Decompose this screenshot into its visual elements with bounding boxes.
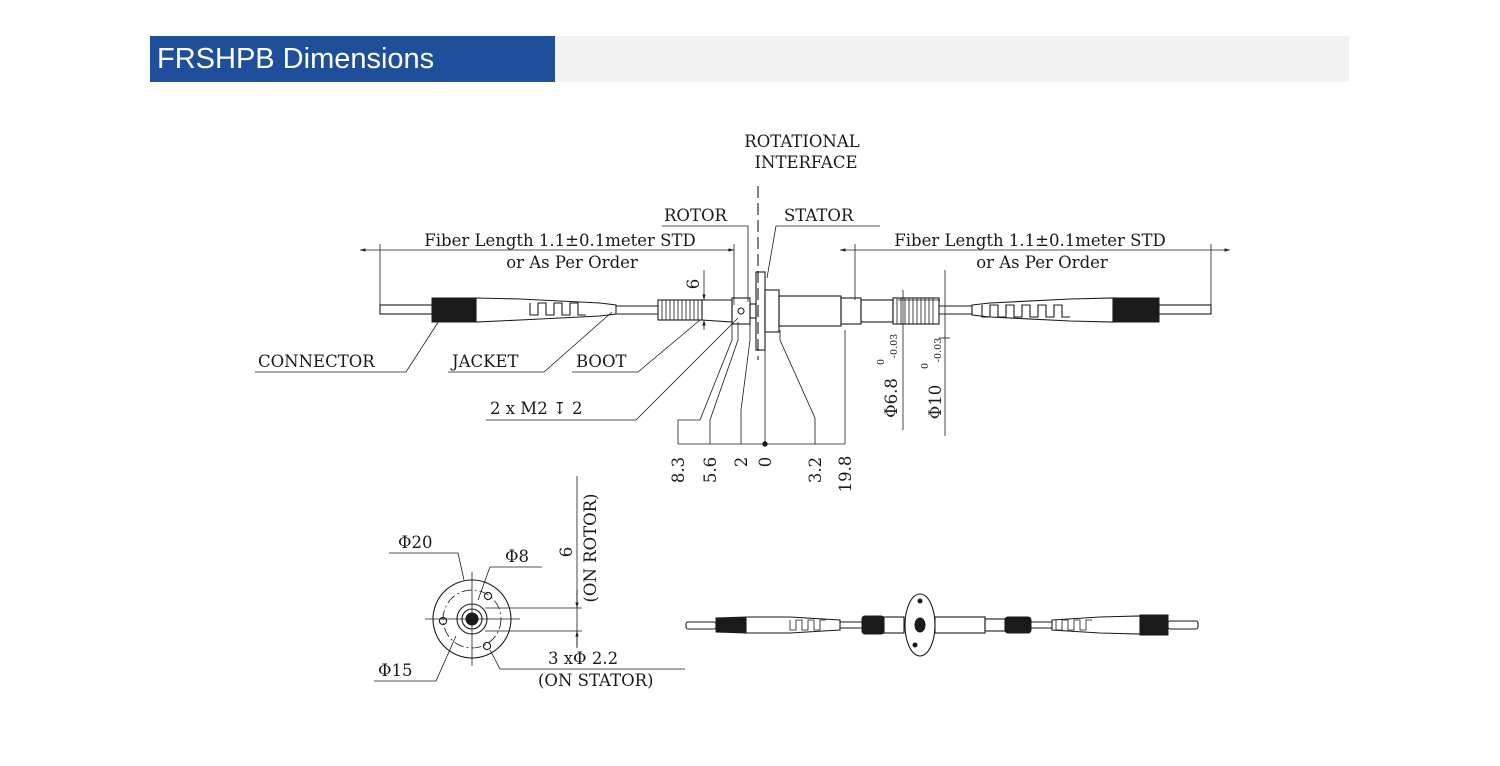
- dia-10-text: Φ10: [926, 385, 945, 420]
- dia-10-tol-lower: -0.03: [933, 338, 944, 362]
- left-jacket-pattern: [529, 302, 586, 316]
- dia-10-tol-upper: 0: [920, 363, 931, 369]
- dim-6-side-text: 6: [557, 547, 576, 558]
- mount-hole-2: [438, 616, 448, 626]
- mount-hole-3: [482, 641, 492, 651]
- stator-leader: [766, 225, 880, 279]
- axial-dimensions: 8.3 5.6 2 0 3.2 19.8: [669, 318, 855, 492]
- mount-hole-1: [483, 591, 493, 601]
- rotational-interface-line2: INTERFACE: [754, 153, 857, 172]
- connector-leader: [255, 309, 447, 373]
- dia-20-text: Φ20: [398, 533, 433, 552]
- fiber-length-left-line1: Fiber Length 1.1±0.1meter STD: [424, 231, 695, 250]
- iso-right-boot: [1004, 616, 1032, 634]
- iso-left-jacket: [745, 616, 841, 634]
- iso-left-boot: [861, 615, 885, 635]
- rotor-cap: [731, 297, 751, 325]
- right-boot: [892, 297, 940, 325]
- fiber-length-right-dimension: Fiber Length 1.1±0.1meter STD or As Per …: [840, 231, 1230, 305]
- axial-origin-point: [762, 441, 768, 447]
- dia-8-text: Φ8: [505, 547, 529, 566]
- isometric-product-view: [685, 593, 1199, 657]
- dim-3-2-text: 3.2: [806, 457, 825, 483]
- dimension-6-top-text: 6: [684, 279, 703, 290]
- dim-5-6-text: 5.6: [701, 457, 720, 483]
- right-jacket: [971, 297, 1114, 323]
- dim-0-text: 0: [756, 457, 775, 468]
- rotor-body: [701, 299, 733, 323]
- dia-15-text: Φ15: [378, 661, 413, 680]
- right-ferrule: [1158, 304, 1212, 315]
- jacket-label: JACKET: [450, 352, 519, 371]
- front-end-view: Φ20 Φ8 Φ15 3 xΦ 2.2 (ON STATOR) 6 (ON RO…: [374, 476, 685, 690]
- holes-callout-leader: [489, 649, 685, 670]
- iso-right-jacket: [1051, 615, 1141, 635]
- dim-8-3-text: 8.3: [669, 457, 688, 483]
- jacket-leader: [448, 311, 613, 373]
- rotational-interface-line1: ROTATIONAL: [744, 132, 859, 151]
- dim-2-text: 2: [732, 457, 751, 468]
- iso-stator-shaft: [934, 616, 986, 634]
- connector-label: CONNECTOR: [258, 352, 375, 371]
- dimension-diameter-6-8: Φ6.8 0 -0.03: [876, 290, 940, 430]
- left-boot: [657, 299, 703, 321]
- dia-15-leader: [374, 635, 457, 682]
- section-title-box: FRSHPB Dimensions: [150, 36, 555, 82]
- fiber-length-right-line2: or As Per Order: [976, 253, 1108, 272]
- fiber-length-left-line2: or As Per Order: [506, 253, 638, 272]
- dia-6-8-tol-upper: 0: [876, 359, 887, 365]
- left-connector-body: [431, 297, 477, 323]
- stator-shaft: [778, 295, 842, 327]
- screw-leader: [486, 317, 739, 421]
- dia-6-8-tol-lower: -0.03: [889, 334, 900, 358]
- boot-leader: [572, 319, 701, 373]
- rotor-screw-hole: [737, 307, 745, 315]
- stator-flange: [755, 271, 766, 351]
- left-ferrule: [379, 304, 433, 315]
- fiber-length-right-line1: Fiber Length 1.1±0.1meter STD: [894, 231, 1165, 250]
- screw-callout: 2 x M2 ↧ 2: [490, 399, 583, 418]
- dim-19-8-text: 19.8: [836, 456, 855, 493]
- dia-20-leader: [389, 552, 465, 581]
- on-rotor-text: (ON ROTOR): [581, 494, 600, 603]
- rotor-leader: [662, 225, 749, 302]
- boot-label: BOOT: [576, 352, 627, 371]
- on-stator-text: (ON STATOR): [538, 671, 653, 690]
- right-connector-body: [1112, 297, 1160, 323]
- iso-right-connector: [1139, 614, 1169, 636]
- section-title: FRSHPB Dimensions: [157, 43, 435, 75]
- section-header-bar: FRSHPB Dimensions: [150, 36, 1349, 82]
- assembly-side-view: [379, 271, 1212, 351]
- dia-6-8-text: Φ6.8: [882, 378, 901, 418]
- right-jacket-pattern: [981, 304, 1070, 318]
- rotor-label: ROTOR: [664, 206, 727, 225]
- fiber-length-left-dimension: Fiber Length 1.1±0.1meter STD or As Per …: [360, 231, 735, 305]
- dimension-diameter-10: Φ10 0 -0.03: [920, 270, 950, 436]
- stator-label: STATOR: [784, 206, 854, 225]
- iso-left-connector: [715, 616, 747, 634]
- holes-callout-text: 3 xΦ 2.2: [548, 649, 618, 668]
- rotational-interface-label: ROTATIONAL INTERFACE: [744, 132, 859, 172]
- dimension-6-top: 6: [684, 270, 706, 330]
- dia-8-leader: [477, 566, 542, 601]
